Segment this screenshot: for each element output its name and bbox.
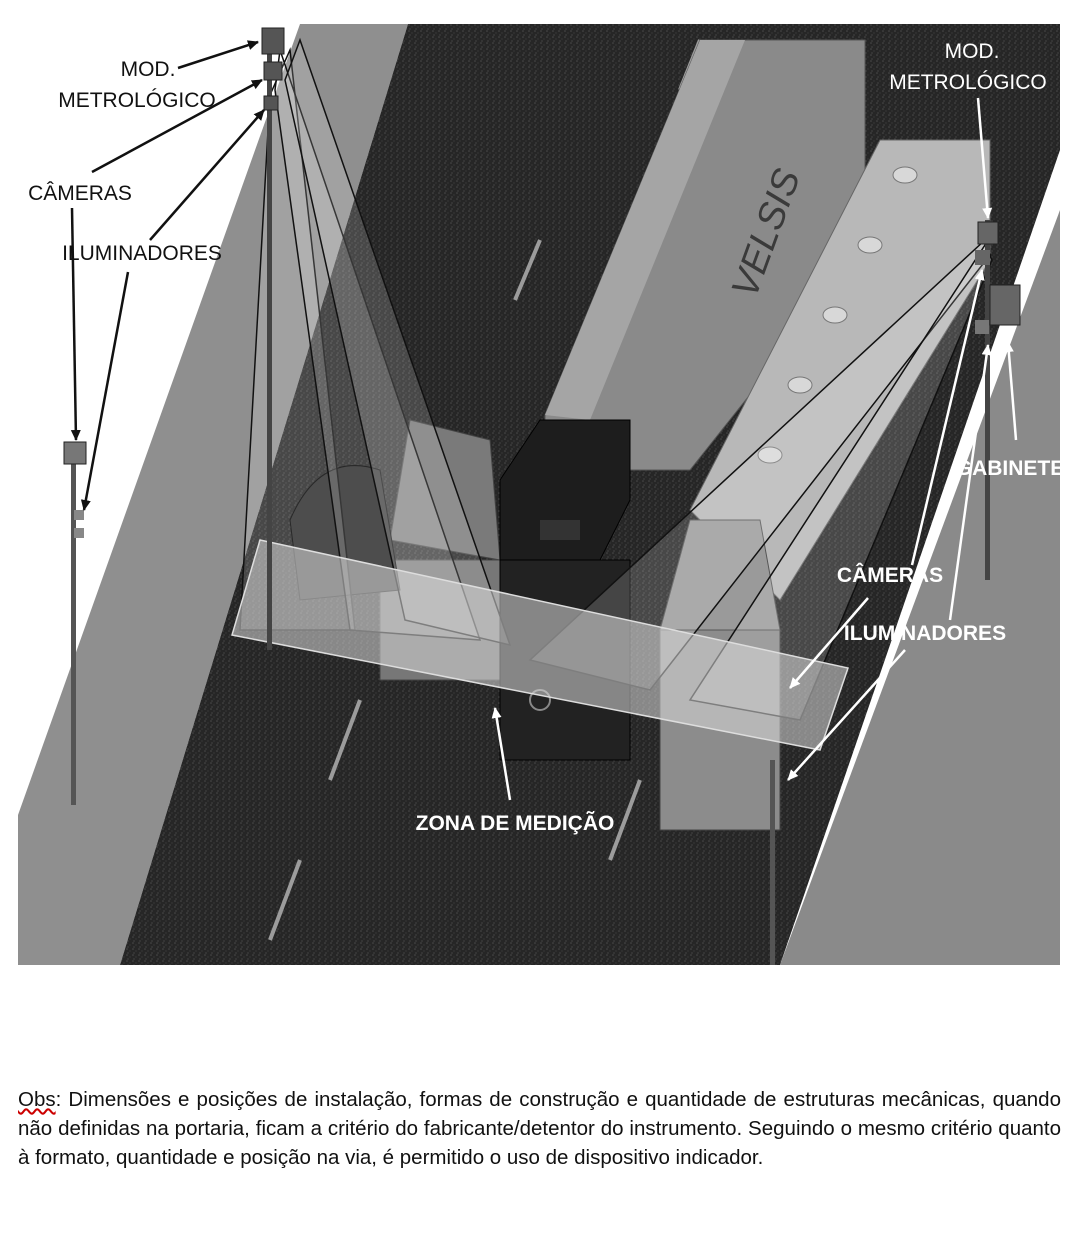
arrow-left-illuminators xyxy=(80,271,130,511)
arrow-measurement-zone xyxy=(491,707,512,801)
left-labels: MOD. METROLÓGICO CÂMERAS ILUMINADORES xyxy=(28,40,265,511)
left-pole-metrological xyxy=(261,27,285,650)
arrow-right-mod xyxy=(976,97,993,219)
arrow-right-cameras-down xyxy=(789,597,869,689)
tanker-hatches xyxy=(757,166,918,464)
right-cabinet-label: GABINETE xyxy=(956,457,1065,480)
left-mod-label-line1: MOD. xyxy=(121,58,176,81)
right-lower-pole xyxy=(770,760,775,965)
arrow-left-mod-top xyxy=(177,40,259,70)
arrow-left-mod-illum xyxy=(149,109,265,241)
arrow-right-illuminators-down xyxy=(787,649,906,781)
left-illuminators-label: ILUMINADORES xyxy=(62,242,222,265)
arrow-left-cameras xyxy=(70,207,81,441)
lane-markings xyxy=(268,39,702,941)
right-illuminators-label: ILUMINADORES xyxy=(844,622,1006,645)
arrow-right-cameras-up xyxy=(910,269,985,566)
right-mod-label-line1: MOD. xyxy=(945,40,1000,63)
right-mod-label-line2: METROLÓGICO xyxy=(889,71,1047,94)
observation-text: : Dimensões e posições de instalação, fo… xyxy=(18,1088,1061,1169)
observation-note: Obs: Dimensões e posições de instalação,… xyxy=(18,1085,1061,1172)
arrow-left-mod-cam xyxy=(91,78,263,174)
measurement-zone-label: ZONA DE MEDIÇÃO xyxy=(416,812,615,835)
right-cameras-label: CÂMERAS xyxy=(837,563,943,587)
measurement-zone-band xyxy=(231,539,849,751)
left-shoulder xyxy=(18,24,408,965)
left-pole-camera xyxy=(63,441,87,805)
road-scene: VELSIS xyxy=(18,24,1060,965)
trailer-box-top xyxy=(545,40,745,420)
right-pole xyxy=(975,220,1021,580)
observation-label: Obs xyxy=(18,1088,56,1111)
installation-diagram: VELSIS xyxy=(18,24,1065,965)
left-mod-label-line2: METROLÓGICO xyxy=(58,89,216,112)
arrow-right-illuminators-up xyxy=(948,344,992,621)
left-cameras-label: CÂMERAS xyxy=(28,182,132,205)
right-labels: MOD. METROLÓGICO GABINETE CÂMERAS ILUMIN… xyxy=(416,40,1065,835)
arrow-right-cabinet xyxy=(1003,341,1018,441)
